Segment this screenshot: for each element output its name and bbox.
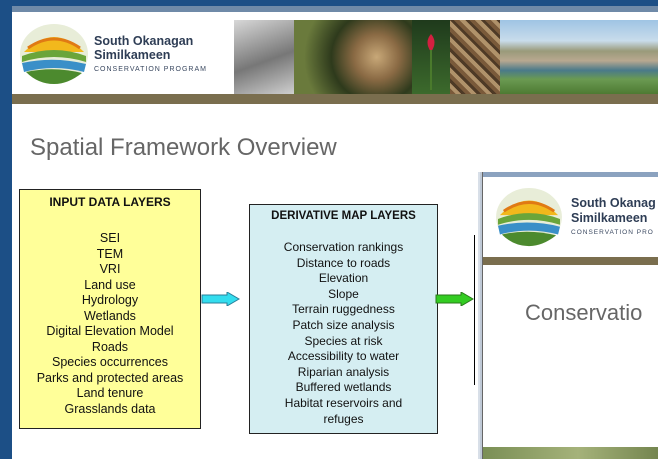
derivative-layer-item: Distance to roads	[296, 255, 391, 270]
slide: South Okanagan Similkameen CONSERVATION …	[12, 6, 658, 459]
inset-top-strip	[483, 172, 658, 177]
derivative-layer-item: Habitat reservoirs and	[284, 395, 403, 410]
input-layer-item: Parks and protected areas	[36, 370, 184, 385]
inset-org-line1: South Okanag	[571, 196, 656, 210]
input-layer-item: Digital Elevation Model	[46, 324, 174, 338]
org-name: South Okanagan Similkameen	[94, 34, 193, 62]
input-layer-item: Species occurrences	[51, 355, 169, 369]
derivative-layer-item: Elevation	[318, 271, 369, 286]
input-layer-list: SEI TEM VRI Land use Hydrology Wetlands …	[20, 231, 200, 417]
inset-edge-line	[474, 235, 475, 385]
input-layer-item: VRI	[99, 262, 121, 276]
derivative-layer-item: Buffered wetlands	[295, 380, 392, 395]
input-layer-item: TEM	[96, 246, 124, 261]
inset-org-line2: Similkameen	[571, 211, 648, 225]
input-layer-item: Roads	[91, 339, 129, 354]
input-layer-item: Wetlands	[84, 308, 136, 323]
derivative-layer-list: Conservation rankings Distance to roads …	[250, 240, 437, 427]
derivative-layer-item: refuges	[323, 411, 364, 426]
input-box-header: INPUT DATA LAYERS	[49, 195, 171, 209]
derivative-layer-item: Patch size analysis	[292, 317, 395, 332]
photo-bighorn-sheep	[294, 20, 412, 94]
green-arrow-icon	[435, 292, 474, 306]
derivative-layer-item: Terrain ruggedness	[292, 302, 395, 317]
derivative-layer-item: Slope	[328, 286, 359, 301]
input-layer-item: Land use	[84, 277, 136, 292]
derivative-box-header: DERIVATIVE MAP LAYERS	[271, 210, 416, 222]
photo-valley-landscape	[500, 20, 658, 94]
slide-top-bar	[12, 6, 658, 12]
derivative-layer-item: Conservation rankings	[283, 240, 404, 254]
derivative-map-layers-box: DERIVATIVE MAP LAYERS Conservation ranki…	[249, 204, 438, 434]
input-layer-item: Grasslands data	[64, 401, 156, 416]
input-data-layers-box: INPUT DATA LAYERS SEI TEM VRI Land use H…	[19, 189, 201, 429]
program-logo-icon	[20, 24, 88, 84]
inset-frame	[478, 172, 484, 459]
header-divider-band	[12, 94, 658, 104]
photo-badger	[234, 20, 294, 94]
banner-header: South Okanagan Similkameen CONSERVATION …	[12, 12, 658, 94]
org-name-line2: Similkameen	[94, 48, 171, 62]
inset-logo-icon	[496, 187, 562, 247]
input-layer-item: Hydrology	[81, 293, 139, 307]
photo-snake-texture	[450, 20, 500, 94]
photo-red-flower	[412, 20, 450, 94]
cyan-arrow-icon	[201, 292, 240, 306]
slide-title: Spatial Framework Overview	[30, 134, 337, 161]
org-program: CONSERVATION PROGRAM	[94, 66, 207, 73]
flower-icon	[427, 34, 435, 90]
org-name-line1: South Okanagan	[94, 34, 194, 48]
inset-program: CONSERVATION PRO	[571, 229, 654, 236]
inset-title: Conservatio	[525, 300, 643, 325]
derivative-layer-item: Riparian analysis	[297, 364, 390, 379]
input-layer-item: SEI	[99, 231, 121, 245]
input-layer-item: Land tenure	[76, 386, 144, 400]
derivative-layer-item: Species at risk	[304, 333, 383, 348]
inset-landscape-photo	[483, 447, 658, 459]
conservation-slide-thumbnail: South Okanag Similkameen CONSERVATION PR…	[482, 172, 658, 459]
inset-divider-band	[483, 257, 658, 265]
inset-org-name: South Okanag Similkameen	[571, 196, 656, 226]
derivative-layer-item: Accessibility to water	[287, 349, 400, 364]
